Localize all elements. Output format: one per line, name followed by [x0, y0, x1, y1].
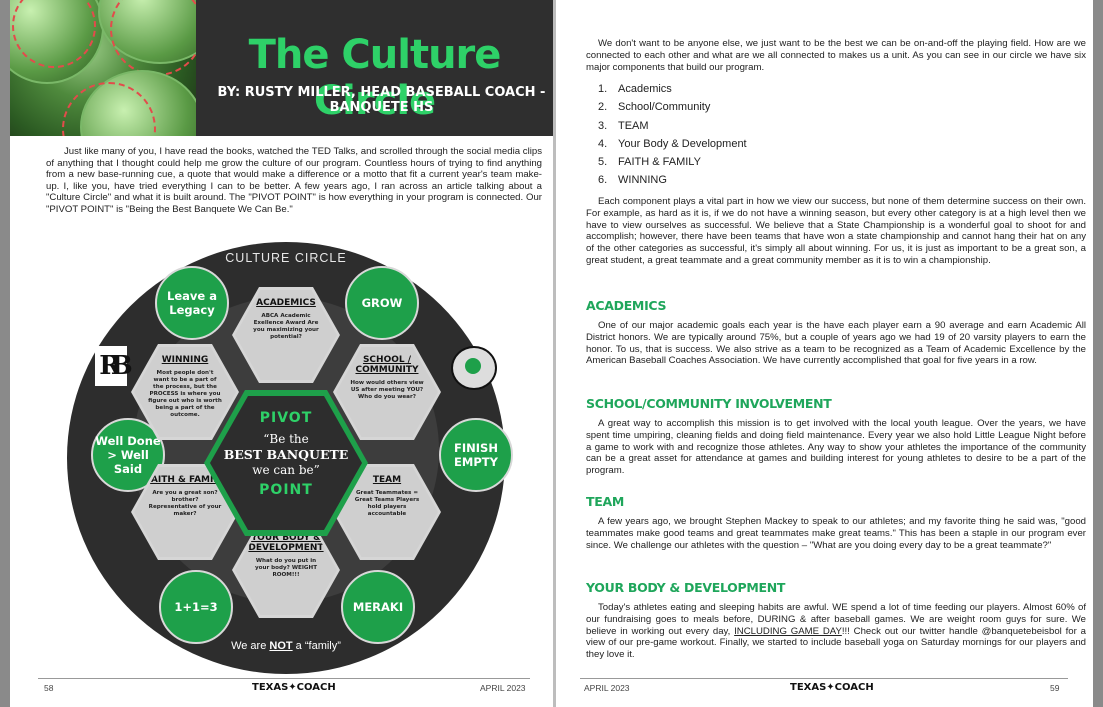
- hex-title: TEAM: [372, 475, 402, 485]
- family-note: We are NOT a “family”: [67, 640, 505, 652]
- quote-line: we can be”: [252, 463, 320, 477]
- culture-circle-diagram: CULTURE CIRCLE Leave a Legacy GROW Well …: [67, 242, 513, 674]
- circle-one-plus-one: 1+1=3: [159, 570, 233, 644]
- list-text: TEAM: [618, 119, 649, 132]
- page-number: 59: [1050, 683, 1060, 693]
- heading-school-community: SCHOOL/COMMUNITY INVOLVEMENT: [586, 396, 832, 411]
- list-text: FAITH & FAMILY: [618, 156, 701, 169]
- list-number: 2.: [598, 101, 608, 114]
- list-number: 3.: [598, 119, 608, 132]
- list-number: 4.: [598, 137, 608, 150]
- hex-winning: WINNING Most people don't want to be a pa…: [131, 344, 239, 440]
- school-paragraph: A great way to accomplish this mission i…: [586, 418, 1086, 477]
- hex-academics: ACADEMICS ABCA Academic Exellence Award A…: [232, 287, 340, 383]
- list-item: 5. FAITH & FAMILY: [598, 153, 747, 171]
- hex-body: Great Teammates = Great Teams Players ho…: [354, 490, 420, 517]
- heading-body-development: YOUR BODY & DEVELOPMENT: [586, 580, 786, 595]
- team-paragraph: A few years ago, we brought Stephen Mack…: [586, 516, 1086, 551]
- components-paragraph: Each component plays a vital part in how…: [586, 196, 1086, 266]
- hex-title: YOUR BODY & DEVELOPMENT: [248, 533, 324, 553]
- circle-finish-empty: FINISH EMPTY: [439, 418, 513, 492]
- quote-line: “Be the: [263, 432, 309, 446]
- hex-school-community: SCHOOL / COMMUNITY How would others view …: [333, 344, 441, 440]
- list-number: 6.: [598, 174, 608, 187]
- issue-date: APRIL 2023: [480, 683, 526, 693]
- issue-date: APRIL 2023: [584, 683, 630, 693]
- hex-title: FAITH & FAMILY: [145, 475, 225, 485]
- circle-grow: GROW: [345, 266, 419, 340]
- baseball-image: [98, 0, 196, 76]
- hex-body: ABCA Academic Exellence Award Are you ma…: [253, 313, 319, 340]
- footer-rule: [580, 678, 1068, 679]
- circle-leave-a-legacy: Leave a Legacy: [155, 266, 229, 340]
- body-text: Today's athletes eating and sleeping hab…: [586, 602, 1086, 637]
- list-text: WINNING: [618, 174, 667, 187]
- intro-paragraph: We don't want to be anyone else, we just…: [586, 38, 1086, 73]
- page-gutter: [553, 0, 556, 707]
- list-text: Academics: [618, 83, 672, 95]
- bulldog-logo: [451, 346, 497, 390]
- list-item: 1. Academics: [598, 80, 747, 98]
- list-item: 3. TEAM: [598, 117, 747, 135]
- diagram-title: CULTURE CIRCLE: [225, 251, 347, 265]
- quote-line: BEST BANQUETE: [223, 447, 349, 462]
- list-number: 1.: [598, 83, 608, 95]
- left-page: The Culture Circle BY: RUSTY MILLER, HEA…: [10, 0, 553, 707]
- point-label: POINT: [259, 482, 313, 498]
- list-number: 5.: [598, 156, 608, 169]
- list-item: 2. School/Community: [598, 98, 747, 116]
- baseball-image: [10, 0, 104, 84]
- list-text: School/Community: [618, 101, 711, 114]
- hex-body: Most people don't want to be a part of t…: [148, 370, 222, 418]
- hex-body: Are you a great son? brother? Representa…: [148, 490, 222, 517]
- intro-paragraph: Just like many of you, I have read the b…: [46, 146, 542, 215]
- rb-logo: RB: [95, 346, 133, 386]
- body-paragraph: Today's athletes eating and sleeping hab…: [586, 602, 1086, 661]
- note-emphasis: NOT: [269, 640, 293, 652]
- footer-rule: [38, 678, 530, 679]
- pivot-quote: “Be the BEST BANQUETE we can be”: [204, 432, 368, 478]
- hex-body-development: YOUR BODY & DEVELOPMENT What do you put i…: [232, 522, 340, 618]
- pivot-label: PIVOT: [259, 410, 313, 426]
- heading-academics: ACADEMICS: [586, 298, 667, 313]
- baseball-image: [62, 70, 196, 136]
- heading-team: TEAM: [586, 494, 624, 509]
- article-byline: BY: RUSTY MILLER, HEAD BASEBALL COACH - …: [217, 85, 546, 115]
- body-underlined: INCLUDING GAME DAY: [734, 625, 842, 637]
- magazine-brand: TEXAS✦COACH: [790, 682, 874, 693]
- article-title: The Culture Circle: [248, 32, 502, 124]
- list-item: 4. Your Body & Development: [598, 135, 747, 153]
- hex-title: ACADEMICS: [256, 298, 316, 308]
- academics-paragraph: One of our major academic goals each yea…: [586, 320, 1086, 367]
- right-page: We don't want to be anyone else, we just…: [556, 0, 1093, 707]
- hex-title: WINNING: [161, 355, 209, 365]
- magazine-brand: TEXAS✦COACH: [252, 682, 336, 693]
- hex-body: How would others view US after meeting Y…: [350, 380, 424, 400]
- page-number: 58: [44, 683, 54, 693]
- baseballs-image: [10, 0, 196, 136]
- circle-well-done: Well Done > Well Said: [91, 418, 165, 492]
- body-text: !!! Check out our twitter handle @banque…: [586, 625, 1086, 661]
- hex-title: SCHOOL / COMMUNITY: [355, 355, 419, 375]
- note-text: We are: [231, 640, 270, 652]
- list-text: Your Body & Development: [618, 137, 747, 150]
- article-header: The Culture Circle BY: RUSTY MILLER, HEA…: [10, 0, 553, 136]
- note-text: a “family”: [292, 640, 341, 652]
- list-item: 6. WINNING: [598, 171, 747, 189]
- circle-meraki: MERAKI: [341, 570, 415, 644]
- components-list: 1. Academics 2. School/Community 3. TEAM 4.…: [598, 80, 747, 190]
- hex-body: What do you put in your body? WEIGHT ROO…: [254, 558, 318, 578]
- pivot-point-hex: [204, 390, 368, 536]
